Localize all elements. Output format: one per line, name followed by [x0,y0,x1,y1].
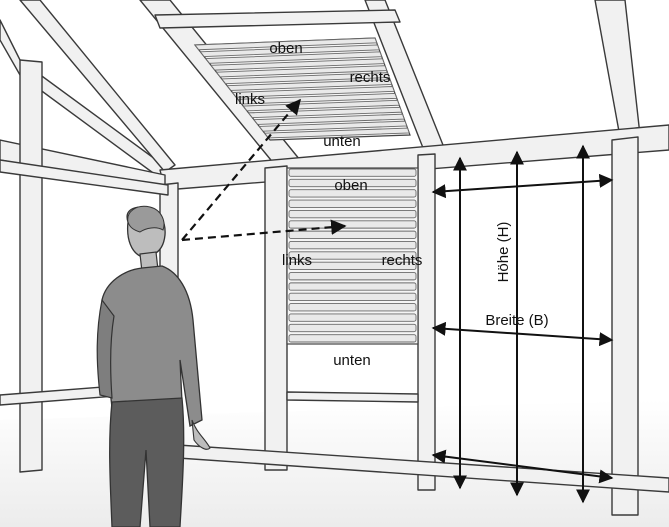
wall-blind-slat [288,230,417,239]
wall-label-left: links [282,252,312,269]
wall-label-top: oben [334,177,367,194]
wall-blind-slat [288,168,417,177]
roof-blind-slat [210,58,385,71]
roof-blind-slats [194,37,410,139]
view-arrow-wall [181,219,347,242]
wall-blind-slats [288,168,417,343]
roof-label-bottom: unten [323,133,361,150]
person-hair [127,205,165,233]
roof-blind-slat [204,51,383,64]
roof-blind-slat [236,92,398,105]
wall-blind-slat [288,241,417,250]
roof-blind-slat [263,127,410,139]
measurement-lines [431,144,614,504]
person-hand [191,419,211,450]
wall-blind-slat [288,261,417,270]
wall-blind-slat [288,178,417,188]
roof-label-top: oben [269,40,302,57]
roof-blind-slat [253,113,405,125]
wall-blind-slat [288,334,417,343]
wall-blind-slat [288,282,417,291]
width-arrow-bottom [431,449,614,484]
wall-blind-slat [288,209,417,219]
wall-label-bottom: unten [333,352,371,369]
roof-blind-slat [231,86,395,98]
wall-label-right: rechts [382,252,423,269]
person-figure [96,205,211,527]
wall-blind-slat [288,292,417,302]
wall-blind-slat [288,220,417,229]
width-label: Breite (B) [485,312,548,329]
roof-label-right: rechts [350,69,391,86]
roof-label-left: links [235,91,265,108]
wall-blind-slat [288,189,417,198]
wall-blind-slat [288,199,417,208]
height-label: Höhe (H) [495,222,512,283]
roof-blind-slat [220,72,390,85]
wall-frame [0,59,669,516]
roof-blind-slat [215,65,388,78]
wall-blind-slat [288,272,417,281]
roof-blind-slat [226,79,393,91]
roof-blind-slat [258,120,408,132]
roof-blind-slat [194,37,378,51]
wall-blind-slat [288,251,417,260]
wall-blind-slat [288,323,417,333]
roof-blind [193,37,411,141]
wall-blind-slat [288,303,417,312]
wall-blind-slat [288,313,417,322]
width-arrow-top [431,173,614,199]
width-arrow-middle [431,321,614,347]
wall-blind [286,167,419,345]
person-pants [109,397,185,527]
roof-blind-slat [199,44,380,57]
view-arrow-roof [181,98,301,241]
roof-blind-slat [242,99,400,112]
